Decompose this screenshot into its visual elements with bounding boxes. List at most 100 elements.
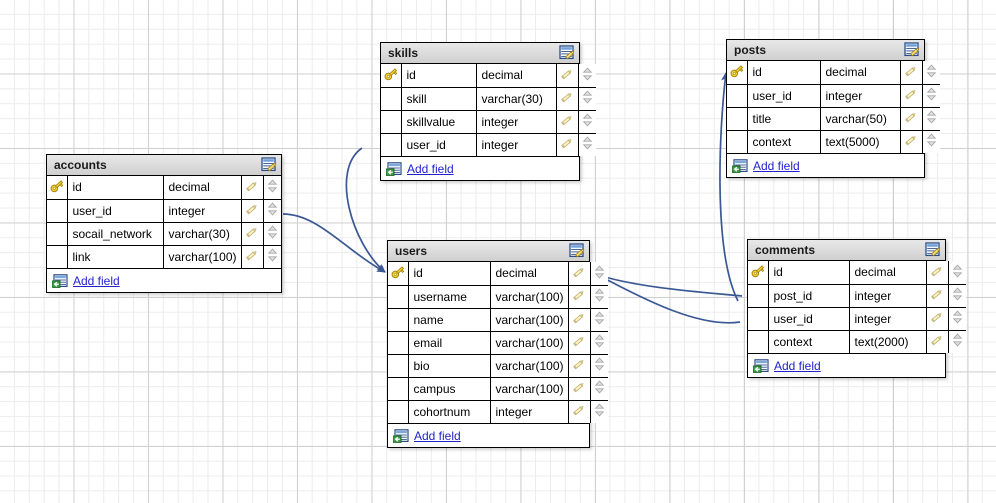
pencil-icon[interactable]	[572, 357, 586, 371]
pencil-icon[interactable]	[572, 288, 586, 302]
reorder-field-button[interactable]	[263, 199, 281, 223]
pencil-icon[interactable]	[930, 264, 944, 278]
reorder-field-button[interactable]	[590, 377, 608, 401]
reorder-field-button[interactable]	[578, 87, 596, 111]
sort-updown-icon[interactable]	[926, 63, 937, 79]
edit-field-button[interactable]	[556, 110, 579, 134]
edit-field-button[interactable]	[568, 377, 591, 401]
edit-table-icon[interactable]	[569, 243, 586, 259]
pencil-icon[interactable]	[930, 333, 944, 347]
reorder-field-button[interactable]	[922, 84, 940, 108]
sort-updown-icon[interactable]	[952, 309, 963, 325]
edit-table-icon[interactable]	[559, 45, 576, 61]
sort-updown-icon[interactable]	[926, 109, 937, 125]
sort-updown-icon[interactable]	[594, 310, 605, 326]
sort-updown-icon[interactable]	[582, 112, 593, 128]
reorder-field-button[interactable]	[578, 110, 596, 134]
edit-field-button[interactable]	[556, 133, 579, 156]
pencil-icon[interactable]	[245, 248, 259, 262]
sort-updown-icon[interactable]	[267, 247, 278, 263]
entity-header-accounts[interactable]: accounts	[47, 155, 281, 176]
edit-field-button[interactable]	[556, 64, 579, 88]
edit-field-button[interactable]	[241, 199, 264, 223]
reorder-field-button[interactable]	[948, 330, 966, 353]
add-field-button-comments[interactable]: Add field	[748, 353, 945, 377]
add-field-button-posts[interactable]: Add field	[727, 153, 924, 177]
reorder-field-button[interactable]	[590, 308, 608, 332]
add-field-icon[interactable]	[753, 358, 769, 373]
pencil-icon[interactable]	[560, 136, 574, 150]
pencil-icon[interactable]	[572, 334, 586, 348]
sort-updown-icon[interactable]	[952, 286, 963, 302]
pencil-icon[interactable]	[904, 87, 918, 101]
edit-table-icon[interactable]	[904, 42, 921, 58]
edit-field-button[interactable]	[926, 261, 949, 285]
pencil-icon[interactable]	[572, 265, 586, 279]
edit-field-button[interactable]	[568, 262, 591, 286]
reorder-field-button[interactable]	[922, 130, 940, 153]
sort-updown-icon[interactable]	[267, 201, 278, 217]
sort-updown-icon[interactable]	[594, 333, 605, 349]
edit-field-button[interactable]	[241, 245, 264, 268]
pencil-icon[interactable]	[930, 310, 944, 324]
sort-updown-icon[interactable]	[582, 89, 593, 105]
edit-field-button[interactable]	[926, 284, 949, 308]
reorder-field-button[interactable]	[590, 262, 608, 286]
sort-updown-icon[interactable]	[952, 332, 963, 348]
pencil-icon[interactable]	[560, 90, 574, 104]
add-field-button-accounts[interactable]: Add field	[47, 268, 281, 292]
edit-field-button[interactable]	[568, 308, 591, 332]
add-field-button-users[interactable]: Add field	[388, 423, 589, 447]
reorder-field-button[interactable]	[590, 285, 608, 309]
reorder-field-button[interactable]	[263, 245, 281, 268]
pencil-icon[interactable]	[560, 113, 574, 127]
reorder-field-button[interactable]	[948, 284, 966, 308]
edit-field-button[interactable]	[568, 354, 591, 378]
sort-updown-icon[interactable]	[594, 287, 605, 303]
pencil-icon[interactable]	[904, 133, 918, 147]
pencil-icon[interactable]	[930, 287, 944, 301]
add-field-button-skills[interactable]: Add field	[381, 156, 579, 180]
sort-updown-icon[interactable]	[952, 263, 963, 279]
edit-field-button[interactable]	[900, 84, 923, 108]
sort-updown-icon[interactable]	[594, 356, 605, 372]
pencil-icon[interactable]	[904, 64, 918, 78]
edit-field-button[interactable]	[926, 330, 949, 353]
pencil-icon[interactable]	[904, 110, 918, 124]
pencil-icon[interactable]	[572, 403, 586, 417]
sort-updown-icon[interactable]	[926, 86, 937, 102]
edit-field-button[interactable]	[900, 61, 923, 85]
edit-field-button[interactable]	[568, 400, 591, 423]
entity-header-posts[interactable]: posts	[727, 40, 924, 61]
sort-updown-icon[interactable]	[926, 132, 937, 148]
reorder-field-button[interactable]	[590, 331, 608, 355]
edit-field-button[interactable]	[900, 107, 923, 131]
sort-updown-icon[interactable]	[582, 66, 593, 82]
add-field-icon[interactable]	[393, 428, 409, 443]
reorder-field-button[interactable]	[578, 64, 596, 88]
sort-updown-icon[interactable]	[594, 264, 605, 280]
add-field-icon[interactable]	[386, 161, 402, 176]
add-field-icon[interactable]	[52, 273, 68, 288]
